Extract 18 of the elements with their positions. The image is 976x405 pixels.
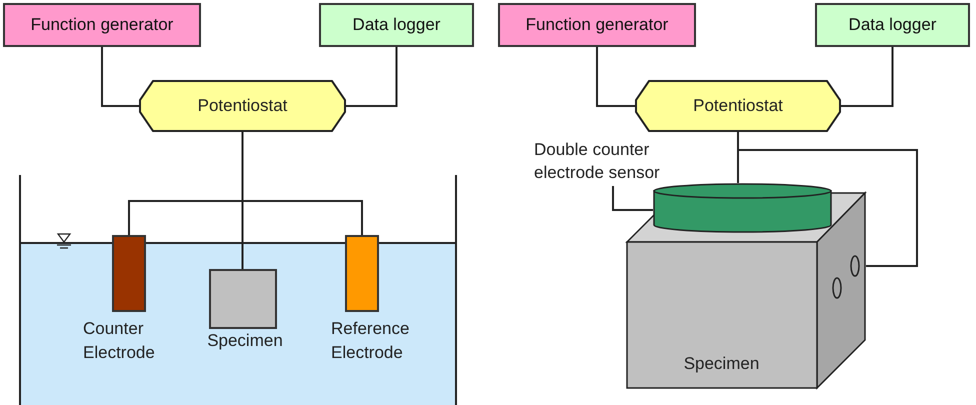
part-label: Specimen [206,330,284,352]
part-label: Reference Electrode [331,318,410,364]
wire [596,47,635,107]
part-label: Counter Electrode [83,318,156,364]
part-label: Double counter electrode sensor [534,138,700,186]
leader-line [612,186,653,211]
wire [841,47,894,107]
device-box: Function generator [498,3,696,47]
wire [346,47,398,107]
device-box: Data logger [815,3,970,47]
wire [242,132,363,235]
wire [101,47,139,107]
device-label: Potentiostat [692,95,784,117]
device-label: Potentiostat [196,95,288,117]
device-box: Function generator [3,3,201,47]
part-label: Specimen [682,353,760,375]
device-box: Data logger [319,3,474,47]
wire [737,132,918,267]
